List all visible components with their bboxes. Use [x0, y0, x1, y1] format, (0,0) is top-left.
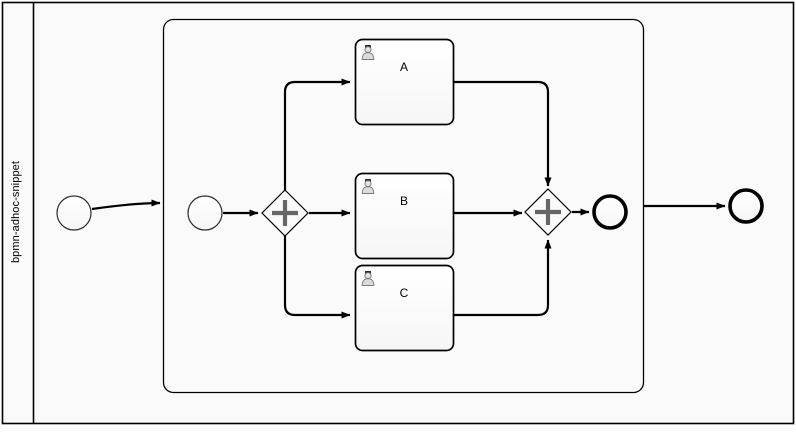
start-event[interactable]: [56, 195, 92, 231]
task-c[interactable]: [354, 264, 455, 352]
parallel-gateway-split[interactable]: [261, 189, 309, 237]
sequence-flow-task-a-to-gateway[interactable]: [453, 80, 552, 187]
parallel-marker-icon: [535, 199, 561, 225]
subprocess-end-event[interactable]: [592, 194, 628, 230]
task-b[interactable]: [354, 172, 455, 260]
sequence-flow-gateway-to-task-a[interactable]: [283, 78, 351, 190]
task-a[interactable]: [354, 38, 455, 126]
end-event[interactable]: [728, 188, 764, 224]
sequence-flow-task-c-to-gateway[interactable]: [453, 239, 552, 317]
sequence-flow-start-to-subprocess[interactable]: [91, 199, 161, 211]
parallel-gateway-join[interactable]: [524, 188, 572, 236]
subprocess-start-event[interactable]: [187, 195, 223, 231]
sequence-flow-gateway-to-task-c[interactable]: [283, 236, 351, 319]
parallel-marker-icon: [272, 200, 298, 226]
